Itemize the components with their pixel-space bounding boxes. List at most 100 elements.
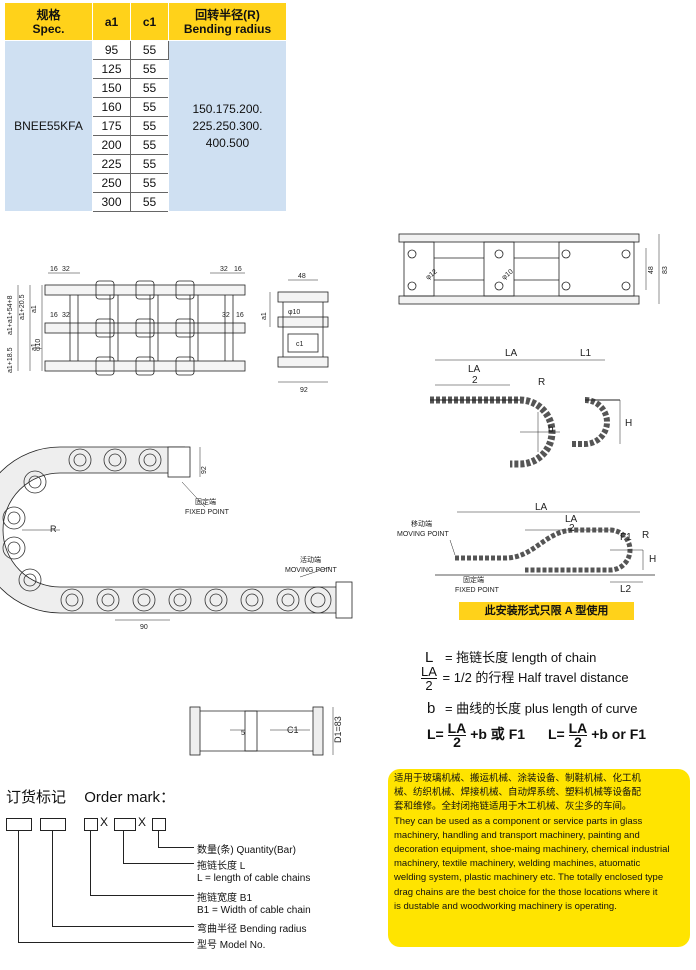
info-line: welding system, plastic machinery etc. T… <box>394 872 664 884</box>
dim-side-2: a1+20.5 <box>19 294 26 320</box>
info-line: 套和维修。全封闭拖链适用于木工机械、灰尘多的车间。 <box>394 801 632 813</box>
label-r-side: R <box>50 524 57 534</box>
dim-phi10: φ10 <box>288 309 300 316</box>
legend-curve: b = 曲线的长度 plus length of curve <box>427 700 638 717</box>
info-line: 适用于玻璃机械、搬运机械、涂装设备、制鞋机械、化工机 <box>394 773 642 784</box>
table-row: BNEE55KFA 95 55 150.175.200. 225.250.300… <box>4 40 287 212</box>
c1-cell: 55 <box>130 135 169 155</box>
dim-a1-bottom: a1 <box>31 343 38 351</box>
a1-cell: 250 <box>92 173 131 193</box>
dim-83: 83 <box>662 266 669 274</box>
order-box-width <box>84 818 98 831</box>
dim-48: 48 <box>298 273 306 280</box>
order-line <box>18 942 194 943</box>
spec-table: 规格 Spec. a1 c1 回转半径(R) Bending radius BN… <box>4 2 287 212</box>
chain-bottom-section: 5 C1 D1=83 <box>189 706 343 756</box>
dim-phi10-right: φ10 <box>501 268 515 281</box>
order-x-1: X <box>100 815 109 829</box>
order-line <box>90 831 91 895</box>
c1-cell: 55 <box>130 173 169 193</box>
dim-phi12: φ12 <box>425 268 439 281</box>
order-label-width-en: B1 = Width of cable chain <box>197 905 311 916</box>
order-box-radius <box>40 818 66 831</box>
a1-cell: 175 <box>92 116 131 136</box>
label-l1: L1 <box>580 348 592 359</box>
order-line <box>18 831 19 942</box>
order-box-length <box>114 818 136 831</box>
label-la-install: LA <box>535 502 548 513</box>
dim-16-right: 16 <box>234 266 242 273</box>
dim-a1-side: a1 <box>261 312 268 320</box>
c1-cell: 55 <box>130 192 169 212</box>
c1-cell: 55 <box>130 78 169 98</box>
order-label-radius: 弯曲半径 Bending radius <box>197 924 307 935</box>
label-la-install-den: 2 <box>569 523 575 534</box>
c1-cell: 55 <box>130 97 169 117</box>
chain-plan-drawing: 16 32 32 16 16 32 32 16 a1+a1+54+8 a1+20… <box>7 266 246 376</box>
order-line <box>123 831 124 863</box>
order-label-model: 型号 Model No. <box>197 940 266 951</box>
installation-banner: 此安装形式只限 A 型使用 <box>459 602 634 620</box>
info-line: They can be used as a component or servi… <box>394 815 643 827</box>
dim-16-left: 16 <box>50 266 58 273</box>
dim-a1-top: a1 <box>31 305 38 313</box>
order-x-2: X <box>138 815 147 829</box>
chain-cross-section: 48 92 c1 φ10 a1 <box>261 273 329 394</box>
order-label-length-en: L = length of cable chains <box>197 873 311 884</box>
fixed-point-en: FIXED POINT <box>185 509 230 516</box>
label-la-install-half: LA <box>565 514 578 525</box>
dim-92-side: 92 <box>201 466 208 474</box>
label-h: H <box>625 418 632 429</box>
label-r-install: R <box>642 530 649 541</box>
order-box-model <box>6 818 32 831</box>
c1-cell: 55 <box>130 40 169 60</box>
chain-side-view: 92 90 R 固定端 FIXED POINT 活动端 MOVING POINT <box>0 446 353 631</box>
c1-cell: 55 <box>130 154 169 174</box>
a1-cell: 150 <box>92 78 131 98</box>
formula-cn: L= LA 2 +b 或 F1 <box>427 720 526 750</box>
moving-point-cn-2: 移动端 <box>411 519 432 528</box>
order-label-width-cn: 拖链宽度 B1 <box>197 893 253 904</box>
dim-16-mid: 16 <box>50 312 58 319</box>
dim-side-3: a1+18.5 <box>7 347 14 373</box>
header-radius: 回转半径(R) Bending radius <box>168 2 287 41</box>
installation-drawing: LA LA 2 F1 R H L2 移动端 MOVING POINT 固定端 F… <box>397 502 656 595</box>
order-line <box>90 895 194 896</box>
legend-half-travel: LA 2 = 1/2 的行程 Half travel distance <box>421 664 629 693</box>
moving-point-en-2: MOVING POINT <box>397 531 449 538</box>
order-line <box>52 831 53 926</box>
dim-16-mid-right: 16 <box>236 312 244 319</box>
dim-c1: c1 <box>296 341 304 348</box>
dim-92: 92 <box>300 387 308 394</box>
a1-cell: 160 <box>92 97 131 117</box>
dim-32-mid-right: 32 <box>222 312 230 319</box>
radius-cell: 150.175.200. 225.250.300. 400.500 <box>168 40 287 212</box>
dim-phi10-left: φ10 <box>35 339 42 351</box>
legend-length: L = 拖链长度 length of chain <box>425 649 597 666</box>
a1-cell: 300 <box>92 192 131 212</box>
info-line: is dustable and woodworking machinery is… <box>394 900 617 912</box>
dim-5: 5 <box>241 730 245 737</box>
label-h-install: H <box>649 554 656 565</box>
info-line: 械、纺织机械、焊接机械、自动焊系统、塑料机械等设备配 <box>394 787 642 799</box>
travel-curve-drawing: LA L1 LA 2 R b H <box>430 348 632 468</box>
label-l2: L2 <box>620 584 632 595</box>
info-line: machinery, textile machinery, welding ma… <box>394 858 641 870</box>
chain-link-drawing: φ12 φ10 48 83 <box>398 233 669 305</box>
order-line <box>158 847 194 848</box>
info-line: machinery, handling and transport machin… <box>394 829 640 841</box>
dim-32-left: 32 <box>62 266 70 273</box>
fixed-point-en-2: FIXED POINT <box>455 587 500 594</box>
application-info-box: 适用于玻璃机械、搬运机械、涂装设备、制鞋机械、化工机 械、纺织机械、焊接机械、自… <box>388 769 690 947</box>
label-r: R <box>538 377 545 388</box>
dim-90: 90 <box>140 624 148 631</box>
dim-c1-bottom: C1 <box>287 725 299 735</box>
a1-cell: 95 <box>92 40 131 60</box>
moving-point-en: MOVING POINT <box>285 567 337 574</box>
